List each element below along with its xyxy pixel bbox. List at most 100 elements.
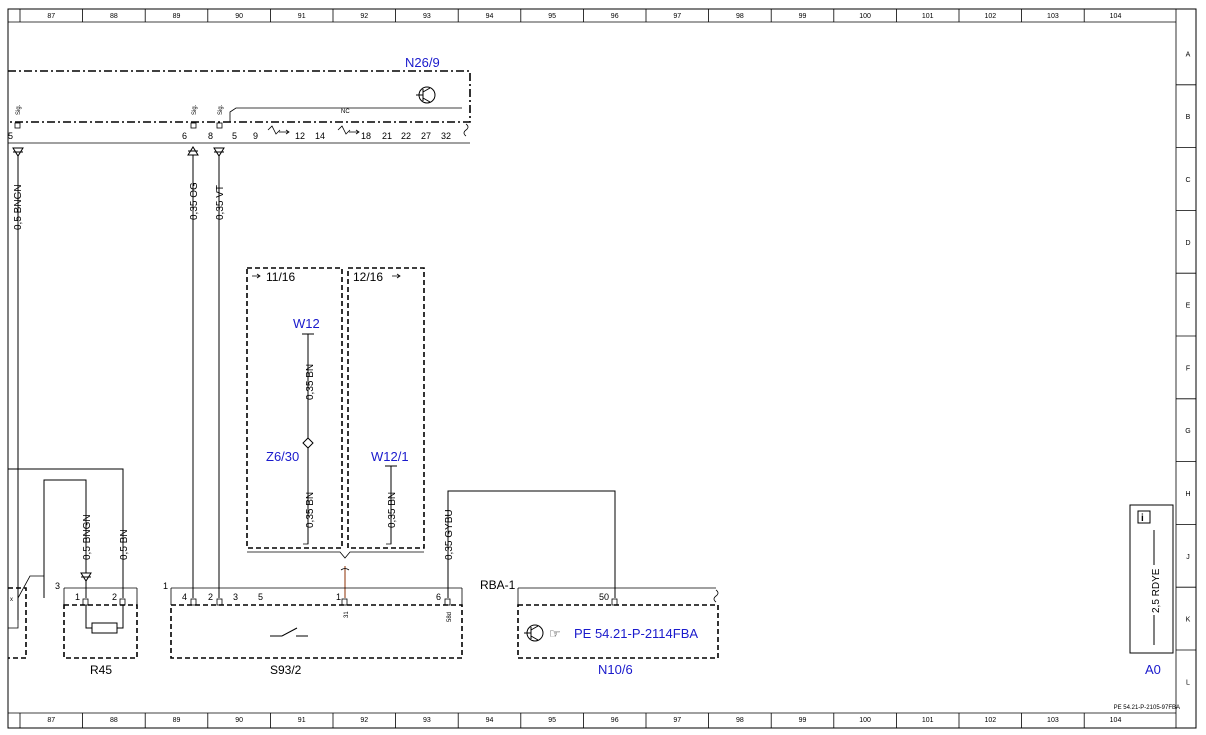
n26-9-pins: 5 6 8 5 9 12 14 18 21 22 27 32 [8, 131, 451, 141]
column-number: 92 [360, 717, 368, 724]
svg-text:1: 1 [336, 592, 341, 602]
component-n26-9[interactable]: N26/9 NC Sig. Sig. Sig. 5 6 8 5 9 12 14 … [8, 55, 471, 141]
svg-text:W12: W12 [293, 316, 320, 331]
svg-text:5: 5 [258, 592, 263, 602]
ref-12-16-label: 12/16 [353, 270, 383, 284]
n26-9-label: N26/9 [405, 55, 440, 70]
svg-text:0,5 BNGN: 0,5 BNGN [13, 184, 24, 230]
ref-11-16-label: 11/16 [266, 270, 295, 284]
svg-text:3: 3 [233, 592, 238, 602]
column-number: 90 [235, 717, 243, 724]
svg-text:21: 21 [382, 131, 392, 141]
row-letter: H [1185, 491, 1190, 498]
svg-text:1: 1 [75, 592, 80, 602]
reference-box-11-16[interactable]: 11/16 [246, 267, 343, 549]
column-number: 93 [423, 717, 431, 724]
column-number: 98 [736, 13, 744, 20]
column-number: 102 [984, 717, 996, 724]
column-number: 93 [423, 13, 431, 20]
svg-text:22: 22 [401, 131, 411, 141]
column-number: 87 [47, 13, 55, 20]
svg-text:x: x [10, 597, 13, 603]
row-letter: K [1186, 617, 1191, 624]
column-number: 92 [360, 13, 368, 20]
row-letter: A [1186, 51, 1191, 58]
s93-2-label: S93/2 [270, 663, 302, 677]
column-number: 96 [611, 13, 619, 20]
left-partial-component[interactable]: x [8, 468, 124, 659]
svg-text:2,5 RDYE: 2,5 RDYE [1151, 568, 1162, 613]
svg-text:12: 12 [295, 131, 305, 141]
wire-og[interactable]: 0,35 OG [187, 146, 200, 598]
svg-text:27: 27 [421, 131, 431, 141]
column-number: 99 [799, 717, 807, 724]
n10-6-reference-link[interactable]: PE 54.21-P-2114FBA [574, 626, 698, 641]
svg-text:0,35 OG: 0,35 OG [189, 182, 200, 220]
transistor-icon [524, 624, 544, 642]
footer-reference: PE 54.21-P-2105-97FBA [1114, 705, 1180, 711]
bracket-line [247, 551, 424, 559]
component-n10-6[interactable]: RBA-1 50 ☞ PE 54.21-P-2114FBA N10/6 [480, 578, 719, 677]
column-number: 89 [173, 717, 181, 724]
svg-text:Z6/30: Z6/30 [266, 449, 299, 464]
column-number: 103 [1047, 717, 1059, 724]
r45-label: R45 [90, 663, 112, 677]
wire-bngn-r45[interactable]: 0,5 BNGN [80, 514, 93, 598]
svg-text:3: 3 [55, 581, 60, 591]
component-r45[interactable]: 3 1 2 R45 [55, 581, 138, 677]
row-letter: G [1185, 428, 1190, 435]
w12-1-ground[interactable]: W12/1 0,35 BN [371, 449, 409, 545]
column-number: 96 [611, 717, 619, 724]
splice-z6-30[interactable]: Z6/30 0,35 BN [266, 437, 316, 545]
component-a0[interactable]: i 2,5 RDYE A0 [1129, 504, 1174, 677]
transistor-icon [416, 86, 436, 104]
w12-ground[interactable]: W12 0,35 BN [293, 316, 320, 438]
column-number: 103 [1047, 13, 1059, 20]
svg-text:RBA-1: RBA-1 [480, 578, 516, 592]
column-number: 97 [673, 13, 681, 20]
svg-text:31: 31 [344, 611, 350, 618]
sig-label-2: Sig. [192, 104, 198, 115]
component-s93-2[interactable]: 1 4 2 3 5 1 6 31 58d S93/2 [163, 581, 463, 677]
row-letter: L [1186, 679, 1190, 686]
wire-gybu[interactable]: 0,35 GYBU [444, 490, 616, 598]
reference-box-12-16[interactable]: 12/16 [347, 267, 425, 549]
column-number: 88 [110, 13, 118, 20]
column-number: 88 [110, 717, 118, 724]
column-number: 94 [486, 717, 494, 724]
column-number: 100 [859, 13, 871, 20]
row-letter: F [1186, 365, 1190, 372]
svg-text:0,35 BN: 0,35 BN [387, 492, 398, 528]
svg-text:2: 2 [112, 592, 117, 602]
column-number: 89 [173, 13, 181, 20]
n10-6-label: N10/6 [598, 662, 633, 677]
svg-text:2: 2 [208, 592, 213, 602]
svg-text:0,35 BN: 0,35 BN [305, 364, 316, 400]
svg-text:6: 6 [436, 592, 441, 602]
column-number: 101 [922, 717, 934, 724]
column-number: 104 [1110, 13, 1122, 20]
svg-text:5: 5 [232, 131, 237, 141]
svg-text:5: 5 [8, 131, 13, 141]
svg-text:58d: 58d [447, 612, 453, 622]
svg-text:1: 1 [163, 581, 168, 591]
column-number: 98 [736, 717, 744, 724]
column-number: 95 [548, 13, 556, 20]
row-letter: D [1185, 240, 1190, 247]
svg-text:8: 8 [208, 131, 213, 141]
svg-text:0,35 GYBU: 0,35 GYBU [444, 509, 455, 560]
column-number: 104 [1110, 717, 1122, 724]
svg-text:50: 50 [599, 592, 609, 602]
svg-text:32: 32 [441, 131, 451, 141]
column-number: 94 [486, 13, 494, 20]
svg-text:0,5 BNGN: 0,5 BNGN [82, 514, 93, 560]
a0-label: A0 [1145, 662, 1161, 677]
column-number: 95 [548, 717, 556, 724]
wire-vt[interactable]: 0,35 VT [213, 147, 226, 598]
nc-label: NC [341, 109, 350, 115]
wire-bngn-top[interactable]: 0,5 BNGN [12, 147, 24, 620]
svg-text:9: 9 [253, 131, 258, 141]
